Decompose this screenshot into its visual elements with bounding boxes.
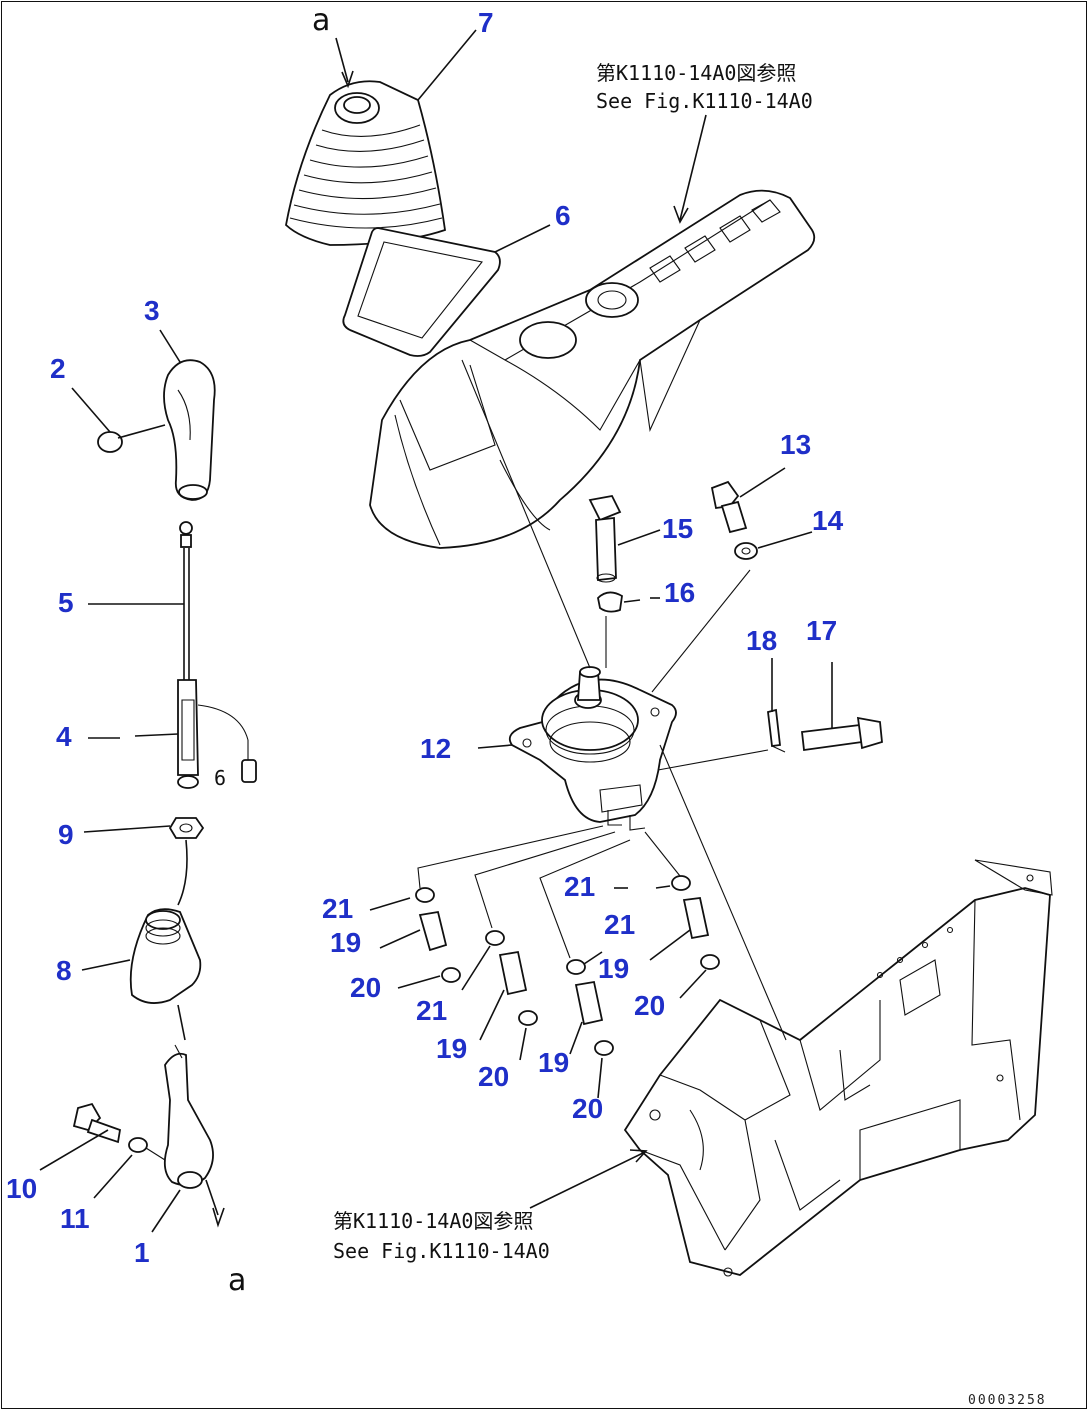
label-8: 8 [56, 955, 72, 986]
part-3-grip[interactable] [163, 359, 216, 501]
svg-text:6: 6 [214, 766, 226, 790]
label-21-b: 21 [564, 871, 595, 902]
label-21-c: 21 [604, 909, 635, 940]
part-4-switch[interactable]: 6 [177, 679, 257, 790]
part-16-clip[interactable] [597, 591, 623, 613]
label-19-d: 19 [538, 1047, 569, 1078]
label-19-b: 19 [598, 953, 629, 984]
label-21-a: 21 [322, 893, 353, 924]
bottom-reference-en: See Fig.K1110-14A0 [333, 1239, 550, 1263]
label-19-c: 19 [436, 1033, 467, 1064]
fittings-group[interactable] [415, 875, 720, 1056]
leader-lines [39, 29, 833, 1233]
label-9: 9 [58, 819, 74, 850]
console-housing[interactable] [369, 189, 816, 549]
part-11-washer[interactable] [128, 1137, 166, 1161]
label-21-d: 21 [416, 995, 447, 1026]
part-6-gasket[interactable] [342, 227, 501, 357]
label-2: 2 [50, 353, 66, 384]
mounting-bracket[interactable] [623, 859, 1053, 1277]
label-6: 6 [555, 200, 571, 231]
label-19-a: 19 [330, 927, 361, 958]
label-4: 4 [56, 721, 72, 752]
letter-a-top: a [312, 3, 330, 38]
part-15-bolt[interactable] [588, 494, 622, 583]
label-13: 13 [780, 429, 811, 460]
label-5: 5 [58, 587, 74, 618]
label-20-d: 20 [572, 1093, 603, 1124]
label-17: 17 [806, 615, 837, 646]
part-12-valve[interactable] [508, 666, 677, 831]
label-1: 1 [134, 1237, 150, 1268]
part-1-lever[interactable] [163, 1044, 225, 1228]
letter-a-bottom: a [228, 1263, 246, 1298]
label-20-a: 20 [350, 972, 381, 1003]
part-9-nut[interactable] [168, 817, 205, 906]
bottom-reference-jp: 第K1110-14A0図参照 [333, 1209, 533, 1233]
top-reference-jp: 第K1110-14A0図参照 [596, 61, 796, 85]
label-3: 3 [144, 295, 160, 326]
label-12: 12 [420, 733, 451, 764]
label-20-b: 20 [634, 990, 665, 1021]
label-10: 10 [6, 1173, 37, 1204]
part-8-cover[interactable] [129, 908, 202, 1041]
label-20-c: 20 [478, 1061, 509, 1092]
label-16: 16 [664, 577, 695, 608]
part-7-boot[interactable] [285, 80, 446, 246]
part-18-pin[interactable] [767, 708, 786, 753]
label-15: 15 [662, 513, 693, 544]
label-7: 7 [478, 7, 494, 38]
part-14-washer[interactable] [734, 542, 758, 560]
label-14: 14 [812, 505, 844, 536]
part-17-bolt[interactable] [801, 716, 883, 752]
part-10-bolt[interactable] [72, 1102, 122, 1144]
top-reference-en: See Fig.K1110-14A0 [596, 89, 813, 113]
part-13-bolt[interactable] [710, 480, 748, 534]
label-18: 18 [746, 625, 777, 656]
part-5-rod[interactable] [179, 521, 193, 680]
label-11: 11 [60, 1203, 90, 1234]
document-number: 00003258 [968, 1393, 1047, 1408]
